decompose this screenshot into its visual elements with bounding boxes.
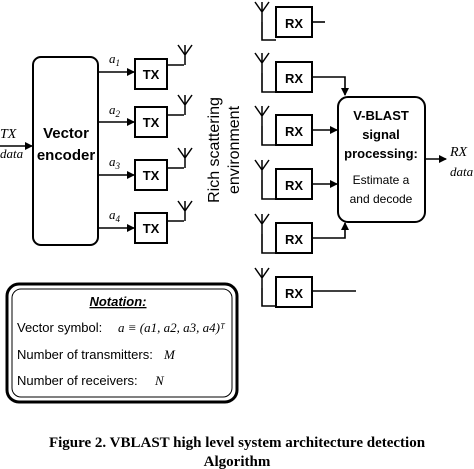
tx-box-3-label: TX xyxy=(143,168,160,183)
vector-encoder-box xyxy=(32,56,99,246)
encoder-label-1: Vector xyxy=(43,125,89,142)
tx-box-3 xyxy=(134,159,168,191)
vblast-label-1: V-BLAST xyxy=(353,108,409,123)
rx-antenna-5-icon xyxy=(254,213,270,234)
rx-box-3-label: RX xyxy=(285,124,303,139)
stream-label-a2: a2 xyxy=(109,102,121,119)
notation-inner-border xyxy=(11,288,233,398)
rx-box-6-label: RX xyxy=(285,286,303,301)
rx-feed-6 xyxy=(261,288,276,307)
notation-tx-count-label: Number of transmitters: xyxy=(17,347,153,362)
rx-feed-5 xyxy=(261,234,276,254)
tx-antenna-2-icon xyxy=(177,94,193,115)
caption-line-1: Figure 2. VBLAST high level system archi… xyxy=(49,435,426,451)
stream-label-a1: a1 xyxy=(109,51,120,68)
tx-data-label-2: data xyxy=(0,146,24,161)
rx-data-label-2: data xyxy=(450,164,474,179)
rx-box-1 xyxy=(275,6,313,38)
notation-symbol-expr: a ≡ (a1, a2, a3, a4)ᵀ xyxy=(118,320,226,335)
tx-box-4-label: TX xyxy=(143,221,160,236)
notation-rx-count-var: N xyxy=(154,373,165,388)
rx-branch-2: RX xyxy=(254,52,313,93)
caption-line-2: Algorithm xyxy=(204,454,271,469)
rx-to-vblast-2 xyxy=(312,76,349,96)
rx-antenna-2-icon xyxy=(254,52,270,73)
scattering-environment: Rich scattering environment xyxy=(206,97,243,203)
channel-label-2: environment xyxy=(226,105,243,194)
rx-feed-1 xyxy=(261,22,276,41)
notation-rx-count-label: Number of receivers: xyxy=(17,373,138,388)
stream-label-a4: a4 xyxy=(109,207,121,224)
rx-branch-6: RX xyxy=(254,267,313,308)
tx-branch-2: TX xyxy=(134,94,193,138)
tx-box-2-label: TX xyxy=(143,115,160,130)
notation-symbol-label: Vector symbol: xyxy=(17,320,102,335)
vblast-label-3: processing: xyxy=(344,146,418,161)
notation-box xyxy=(5,282,239,404)
tx-box-4 xyxy=(134,212,168,244)
rx-feed-2 xyxy=(261,73,276,93)
channel-label-1: Rich scattering xyxy=(206,97,223,203)
vblast-label-5: and decode xyxy=(350,192,413,206)
tx-branch-4: TX xyxy=(134,200,193,244)
rx-branch-5: RX xyxy=(254,213,313,254)
tx-antenna-3-icon xyxy=(177,147,193,168)
rx-antenna-3-icon xyxy=(254,105,270,126)
rx-box-4-label: RX xyxy=(285,178,303,193)
tx-box-2 xyxy=(134,106,168,138)
rx-box-6 xyxy=(275,276,313,308)
rx-branch-4: RX xyxy=(254,159,313,200)
rx-antenna-1-icon xyxy=(254,1,270,22)
rx-box-5 xyxy=(275,222,313,254)
tx-branch-1: TX xyxy=(134,44,193,90)
tx-antenna-1-icon xyxy=(177,44,193,65)
rx-feed-3 xyxy=(261,126,276,146)
tx-antenna-4-icon xyxy=(177,200,193,221)
tx-box-1-label: TX xyxy=(143,67,160,82)
rx-antenna-6-icon xyxy=(254,267,270,288)
tx-box-1 xyxy=(134,58,168,90)
rx-box-2-label: RX xyxy=(285,71,303,86)
vblast-label-2: signal xyxy=(362,127,400,142)
rx-to-vblast-5 xyxy=(312,222,349,239)
rx-antenna-4-icon xyxy=(254,159,270,180)
rx-feed-4 xyxy=(261,180,276,200)
encoder-label-2: encoder xyxy=(37,147,96,164)
rx-box-5-label: RX xyxy=(285,232,303,247)
rx-branch-1: RX xyxy=(254,1,313,41)
vblast-label-4: Estimate a xyxy=(353,173,410,187)
notation-title: Notation: xyxy=(89,294,146,309)
rx-branch-3: RX xyxy=(254,105,313,146)
rx-data-label-1: RX xyxy=(449,145,468,160)
tx-data-label-1: TX xyxy=(0,127,17,142)
notation-tx-count-var: M xyxy=(163,347,176,362)
rx-box-3 xyxy=(275,114,313,146)
stream-label-a3: a3 xyxy=(109,154,121,171)
rx-box-1-label: RX xyxy=(285,16,303,31)
tx-branch-3: TX xyxy=(134,147,193,191)
